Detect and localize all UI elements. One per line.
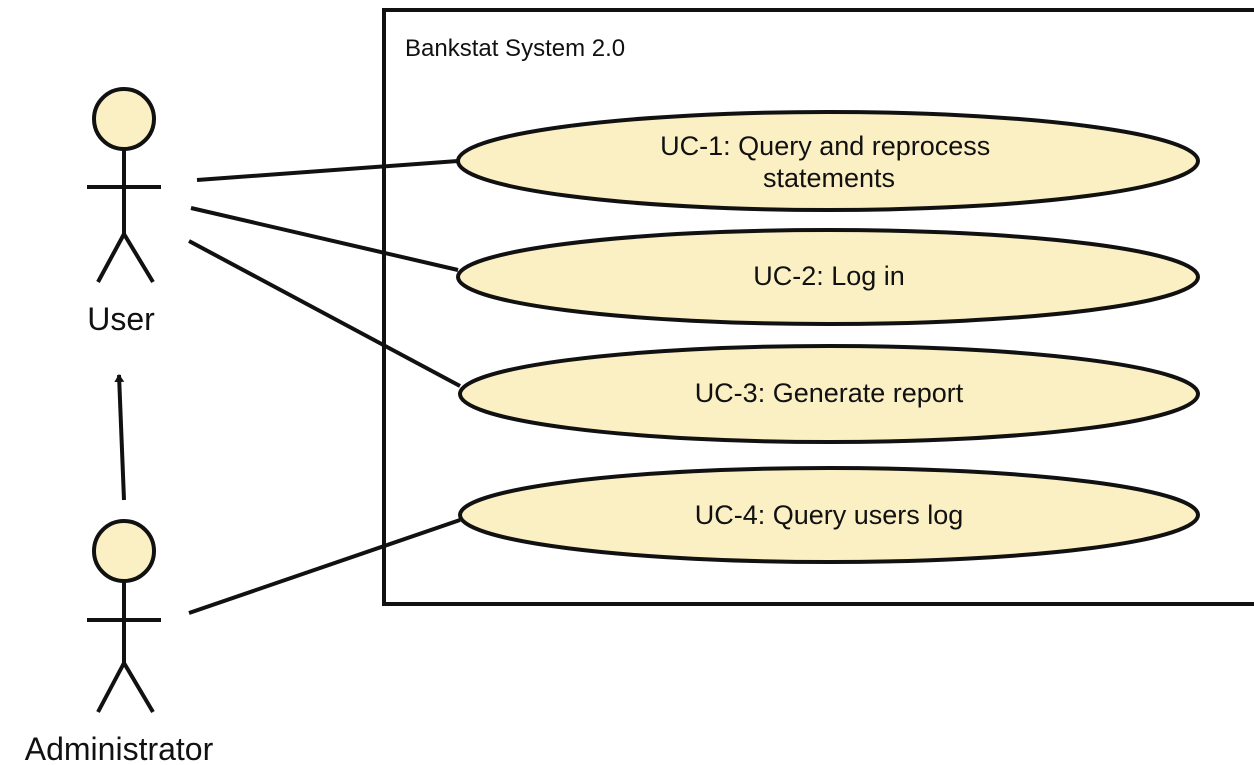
- associations: [188, 159, 461, 615]
- actor-label-user: User: [87, 301, 155, 337]
- use-case-uc1: UC-1: Query and reprocess statements: [456, 110, 1200, 212]
- use-case-ellipse: [458, 344, 1200, 444]
- stick-figure-icon: [87, 519, 161, 714]
- generalization-arrow: [114, 374, 126, 501]
- association-user-uc1: [196, 159, 459, 182]
- association-administrator-uc4: [188, 518, 461, 615]
- system-boundary: [382, 8, 1254, 606]
- stick-figure-icon: [87, 87, 161, 284]
- use-case-ellipse: [456, 228, 1200, 326]
- actor-administrator: Administrator: [25, 519, 214, 765]
- association-user-uc2: [190, 206, 459, 272]
- use-case-ellipse: [458, 466, 1200, 564]
- system-title: Bankstat System 2.0: [405, 35, 625, 62]
- association-user-uc3: [188, 239, 461, 388]
- actor-label-administrator: Administrator: [25, 731, 214, 765]
- use-case-label: UC-1: Query and reprocess statements: [660, 131, 998, 193]
- use-case-label: UC-4: Query users log: [695, 500, 964, 530]
- use-case-uc3: UC-3: Generate report: [458, 344, 1200, 444]
- use-case-label: UC-2: Log in: [753, 261, 905, 291]
- use-case-ellipse: [456, 110, 1200, 212]
- use-case-uc2: UC-2: Log in: [456, 228, 1200, 326]
- use-case-uc4: UC-4: Query users log: [458, 466, 1200, 564]
- actor-user: User: [87, 87, 161, 337]
- use-case-label: UC-3: Generate report: [695, 378, 964, 408]
